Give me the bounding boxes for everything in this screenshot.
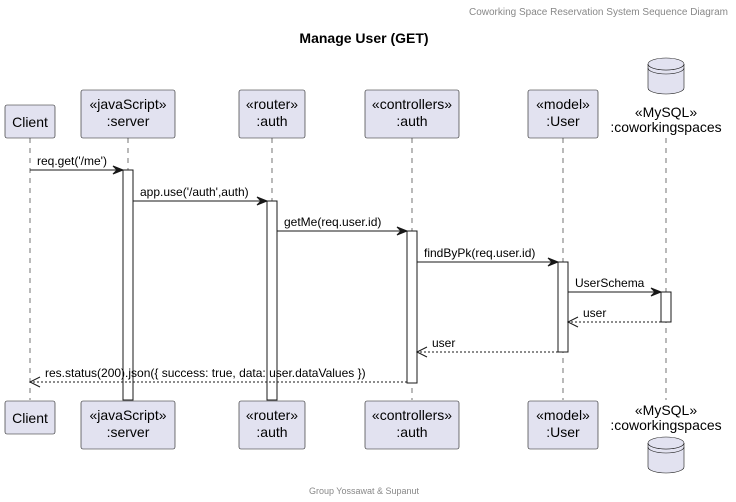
message-label: user [432, 336, 455, 350]
message-8: res.status(200).json({ success: true, da… [28, 366, 407, 388]
activation-bars [122, 169, 672, 401]
participant-label: Client [12, 410, 48, 426]
message-label: getMe(req.user.id) [284, 215, 381, 229]
db-icon [647, 57, 685, 95]
message-2: app.use('/auth',auth) [133, 185, 269, 206]
participant-label: :server [107, 424, 150, 440]
participant-db-label-bottom: :coworkingspaces [610, 417, 721, 433]
diagram-header: Coworking Space Reservation System Seque… [469, 7, 728, 18]
participant-db-label: «MySQL» [635, 104, 697, 120]
activation-model [557, 261, 569, 353]
participant-server-top: «javaScript»:server [80, 89, 176, 139]
participant-label: :auth [256, 113, 287, 129]
activation-db [660, 291, 672, 323]
message-1: req.get('/me') [30, 154, 125, 175]
participant-router-bottom: «router»:auth [238, 400, 306, 450]
participant-model-bottom: «model»:User [527, 400, 599, 450]
participant-client-bottom: Client [4, 400, 56, 435]
participant-model-top: «model»:User [527, 89, 599, 139]
participant-label: «router» [246, 407, 298, 423]
participant-label: «javaScript» [89, 407, 166, 423]
message-label: req.get('/me') [37, 154, 107, 168]
message-label: UserSchema [575, 276, 645, 290]
participant-controller-top: «controllers»:auth [364, 89, 460, 139]
participant-label: «router» [246, 96, 298, 112]
participant-db-label-bottom: «MySQL» [635, 402, 697, 418]
participants: ClientClient«javaScript»:server«javaScri… [4, 57, 722, 474]
message-3: getMe(req.user.id) [277, 215, 409, 236]
participant-server-bottom: «javaScript»:server [80, 400, 176, 450]
participant-label: :auth [396, 424, 427, 440]
activation-router [266, 200, 278, 401]
participant-label: :User [546, 424, 580, 440]
diagram-title: Manage User (GET) [299, 30, 428, 46]
participant-label: «controllers» [372, 96, 452, 112]
message-label: findByPk(req.user.id) [424, 246, 535, 260]
message-label: user [583, 306, 606, 320]
message-4: findByPk(req.user.id) [417, 246, 560, 267]
participant-client-top: Client [4, 104, 56, 139]
messages: req.get('/me') app.use('/auth',auth) getMe… [28, 154, 663, 388]
message-label: res.status(200).json({ success: true, da… [45, 366, 366, 380]
participant-label: :server [107, 113, 150, 129]
participant-label: :auth [256, 424, 287, 440]
participant-label: «model» [536, 407, 590, 423]
participant-db-label: :coworkingspaces [610, 119, 721, 135]
participant-label: Client [12, 114, 48, 130]
activation-controller [406, 230, 418, 384]
participant-router-top: «router»:auth [238, 89, 306, 139]
diagram-footer: Group Yossawat & Supanut [309, 486, 420, 496]
participant-controller-bottom: «controllers»:auth [364, 400, 460, 450]
message-6: user [566, 306, 661, 328]
db-icon [647, 436, 685, 474]
participant-label: «javaScript» [89, 96, 166, 112]
participant-label: «model» [536, 96, 590, 112]
message-5: UserSchema [568, 276, 663, 297]
participant-label: :User [546, 113, 580, 129]
participant-label: :auth [396, 113, 427, 129]
message-7: user [415, 336, 558, 358]
message-label: app.use('/auth',auth) [140, 185, 249, 199]
participant-label: «controllers» [372, 407, 452, 423]
activation-server [122, 169, 134, 401]
